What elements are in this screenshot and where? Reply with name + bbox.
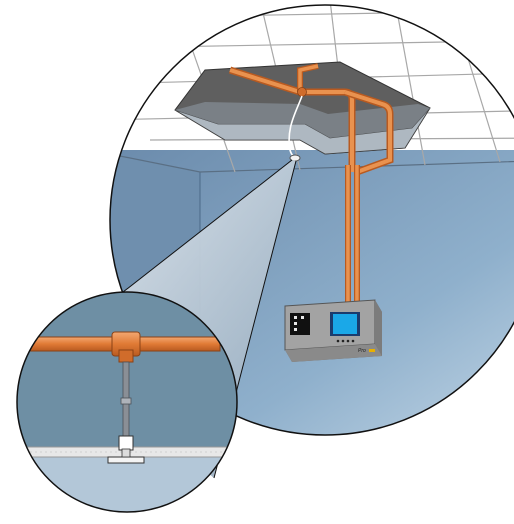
sampling-pipe-network	[228, 63, 394, 307]
ceiling-plenum	[174, 61, 431, 155]
control-panel-icon: Pro	[284, 299, 382, 362]
zoomed-sampling-point	[107, 456, 145, 464]
device-brand-label: Pro	[358, 348, 366, 354]
